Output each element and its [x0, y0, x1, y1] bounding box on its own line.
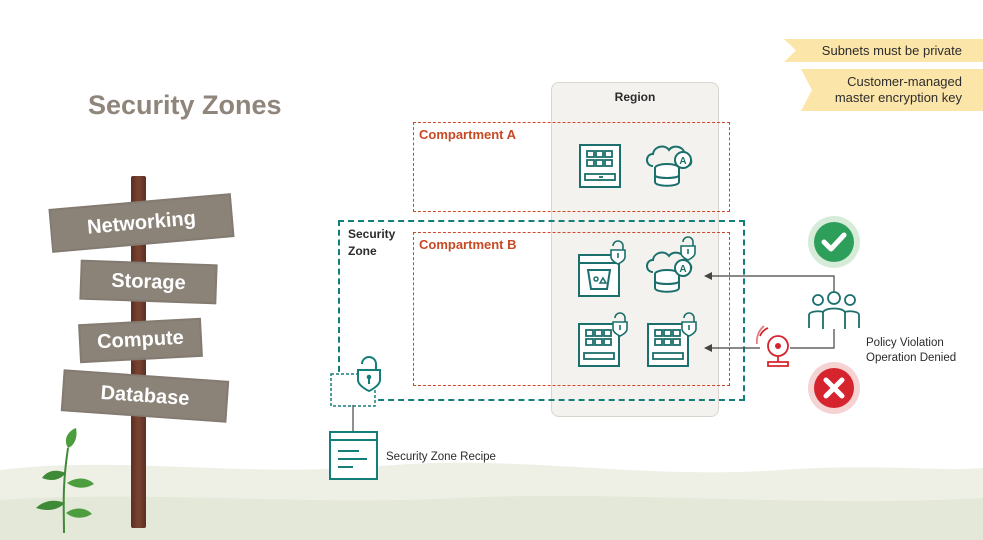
users-group-icon [808, 291, 860, 329]
arrow-denied [704, 320, 835, 352]
check-circle-icon [808, 216, 860, 268]
svg-text:A: A [679, 264, 686, 275]
sign-compute: Compute [78, 317, 203, 364]
banner-encryption-key: Customer-managed master encryption key [801, 69, 983, 111]
page-title: Security Zones [88, 90, 282, 120]
object-storage-bucket-icon [578, 240, 626, 297]
svg-text:A: A [679, 156, 686, 167]
sign-storage: Storage [79, 259, 218, 305]
recipe-label: Security Zone Recipe [386, 451, 496, 463]
document-icon [329, 431, 378, 480]
compartment-b [413, 232, 730, 386]
autonomous-database-icon: A [646, 145, 693, 187]
compute-instance-icon [578, 312, 628, 367]
compartment-a [413, 122, 730, 212]
banner-text: Customer-managed master encryption key [834, 74, 962, 105]
x-circle-icon [808, 362, 860, 414]
policy-violation-label: Policy Violation Operation Denied [866, 337, 957, 364]
region-label: Region [614, 90, 656, 104]
lock-icon [330, 356, 381, 407]
security-zone-boundary [338, 220, 745, 401]
compartment-a-label: Compartment A [419, 127, 517, 142]
compute-instance-icon [579, 144, 621, 188]
alarm-bell-icon [755, 325, 789, 367]
banner-private-subnets: Subnets must be private [784, 39, 983, 62]
banner-text: Subnets must be private [821, 43, 962, 58]
compute-instance-icon [647, 312, 697, 367]
plant-icon [36, 428, 94, 534]
security-zone-label: Security Zone [348, 227, 396, 258]
arrow-allowed [704, 272, 835, 296]
connector-line [352, 405, 354, 433]
autonomous-database-icon: A [646, 236, 696, 293]
compartment-b-label: Compartment B [419, 237, 517, 252]
